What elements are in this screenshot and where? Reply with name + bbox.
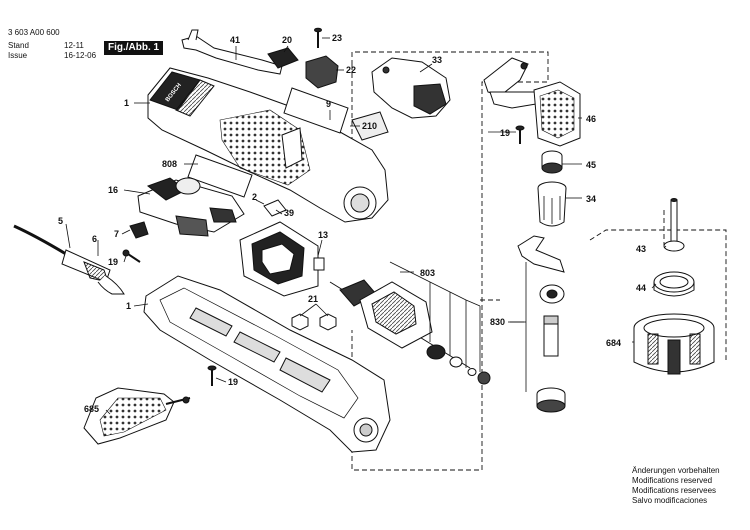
bracket-830 [510, 262, 527, 392]
clamp-22 [305, 55, 339, 89]
bracket-803 [389, 261, 481, 372]
label-19-right: 19 [500, 128, 510, 138]
label-808: 808 [162, 159, 177, 169]
switch-knob-20 [267, 47, 299, 69]
label-23: 23 [332, 33, 342, 43]
brush-holder-39 [263, 199, 287, 217]
label-plate-9 [283, 87, 349, 134]
label-803: 803 [420, 268, 435, 278]
label-strip-808 [187, 154, 253, 198]
screw-19-right [515, 125, 525, 144]
label-2: 2 [252, 192, 257, 202]
label-34: 34 [586, 194, 596, 204]
label-13: 13 [318, 230, 328, 240]
spindle-assembly-830 [517, 235, 566, 413]
label-46: 46 [586, 114, 596, 124]
label-9: 9 [326, 99, 331, 109]
pin-43 [663, 198, 685, 252]
sleeve-34 [537, 181, 567, 227]
stand-value: 12-11 [64, 41, 84, 50]
doc-number: 3 603 A00 600 [8, 28, 60, 37]
leader-lines [65, 37, 667, 415]
notice-line: Modifications reservees [632, 486, 717, 495]
bearing-13 [313, 257, 325, 271]
label-33: 33 [432, 55, 442, 65]
label-21: 21 [308, 294, 318, 304]
clamping-head-46 [483, 57, 581, 147]
figure-badge: Fig./Abb. 1 [104, 41, 164, 55]
head-cover-33 [371, 57, 451, 119]
notice-line: Modifications reserved [632, 476, 713, 485]
notice-line: Salvo modificaciones [632, 496, 708, 505]
label-41: 41 [230, 35, 240, 45]
label-43: 43 [636, 244, 646, 254]
issue-value: 16-12-06 [64, 51, 97, 60]
label-19-left: 19 [108, 257, 118, 267]
stator-2 [239, 221, 319, 297]
label-20: 20 [282, 35, 292, 45]
notice-line: Änderungen vorbehalten [632, 466, 720, 475]
ring-44 [653, 271, 695, 297]
label-685: 685 [84, 404, 99, 414]
label-45: 45 [586, 160, 596, 170]
label-1-lower: 1 [126, 301, 131, 311]
switch-slider-41 [181, 35, 283, 75]
screw-23 [314, 27, 322, 48]
power-cable-5 [13, 224, 125, 295]
label-6: 6 [92, 234, 97, 244]
modification-notice: Änderungen vorbehalten Modifications res… [632, 466, 720, 506]
stand-label: Stand [8, 41, 29, 50]
auxiliary-handle-685 [83, 387, 191, 445]
label-5: 5 [58, 216, 63, 226]
housing-lower-half [143, 275, 391, 453]
armature-803 [329, 279, 491, 385]
label-830: 830 [490, 317, 505, 327]
screw-19-left [122, 249, 141, 263]
label-210: 210 [362, 121, 377, 131]
label-39: 39 [284, 208, 294, 218]
label-44: 44 [636, 283, 646, 293]
issue-label: Issue [8, 51, 28, 60]
switch-assembly-16 [137, 177, 245, 237]
label-7: 7 [114, 229, 119, 239]
label-684: 684 [606, 338, 621, 348]
bushing-45 [541, 150, 563, 174]
label-1-upper: 1 [124, 98, 129, 108]
cable-clamp-7 [129, 221, 149, 239]
screw-19-lower [207, 365, 217, 386]
label-22: 22 [346, 65, 356, 75]
label-16: 16 [108, 185, 118, 195]
rating-plate-210 [351, 111, 389, 141]
label-19-lower: 19 [228, 377, 238, 387]
nuts-21 [291, 313, 337, 331]
clamp-ring-684 [633, 313, 715, 375]
part-labels: 1 41 20 23 22 33 9 210 808 16 2 39 13 5 … [58, 33, 646, 414]
housing-upper-half [147, 67, 389, 223]
